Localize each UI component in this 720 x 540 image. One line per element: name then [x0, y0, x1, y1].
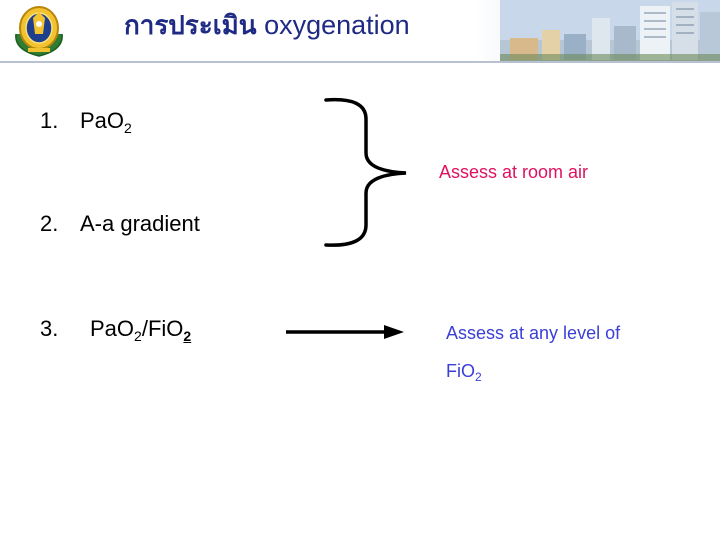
- item-text: PaO: [80, 108, 125, 133]
- list-item-pao2: 1. PaO2: [40, 108, 132, 136]
- note-fio: FiO: [446, 361, 475, 381]
- item-text: PaO: [90, 316, 135, 341]
- item-text: A-a gradient: [80, 211, 200, 236]
- header-divider: [0, 61, 720, 63]
- note-line-1: Assess at any level of: [446, 323, 621, 343]
- item-subscript: 2: [124, 120, 132, 136]
- slide-title: การประเมิน oxygenation: [124, 10, 410, 41]
- item-text: /FiO: [141, 316, 184, 341]
- university-seal-logo: [15, 6, 63, 57]
- list-number: 2.: [40, 211, 59, 236]
- title-english: oxygenation: [264, 10, 410, 40]
- list-item-pao2-fio2: 3.PaO2/FiO2: [40, 316, 191, 344]
- right-curly-brace: [324, 97, 407, 247]
- city-skyline-banner: [500, 0, 720, 62]
- item-subscript: 2: [183, 328, 192, 344]
- note-subscript: 2: [475, 370, 482, 384]
- right-arrow: [286, 325, 404, 339]
- list-item-aa-gradient: 2. A-a gradient: [40, 213, 200, 235]
- list-number: 1.: [40, 108, 59, 133]
- note-any-level: Assess at any level of FiO2: [446, 314, 620, 390]
- title-thai: การประเมิน: [124, 11, 257, 41]
- note-room-air: Assess at room air: [439, 162, 589, 182]
- note-line-2: FiO2: [446, 352, 620, 390]
- list-number: 3.: [40, 316, 59, 341]
- item-subscript: 2: [134, 328, 142, 344]
- slide-header: การประเมิน oxygenation: [0, 0, 720, 62]
